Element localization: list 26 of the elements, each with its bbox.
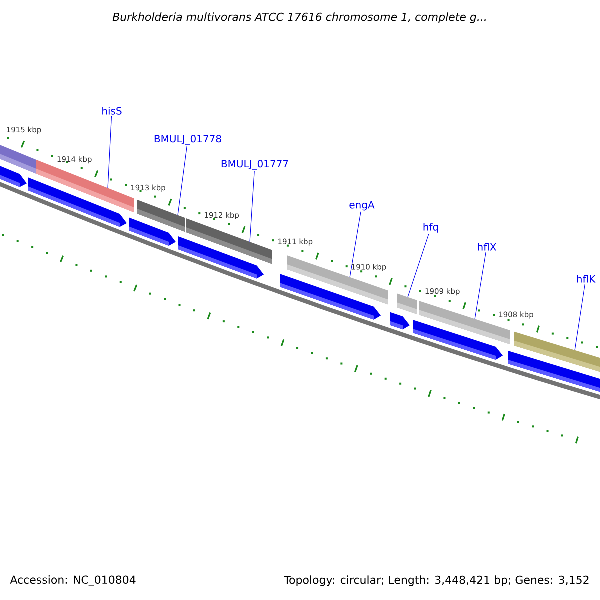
- gene-label: hfq: [424, 223, 438, 233]
- leader-line: [178, 146, 188, 216]
- cds-block: [413, 320, 503, 360]
- cds-block: [390, 312, 410, 330]
- leader-line: [474, 252, 486, 320]
- gene-label: hflK: [577, 275, 596, 283]
- gene-label: hisS: [102, 107, 122, 115]
- gene-label: BMULJ_01777: [222, 160, 288, 170]
- cds-block: [178, 236, 264, 279]
- gene-bar: [397, 294, 417, 314]
- gene-label: BMULJ_01778: [154, 135, 222, 145]
- leader-line: [108, 116, 112, 189]
- footer-text: Accession: NC_010804: [10, 576, 136, 586]
- leader-line: [350, 212, 362, 278]
- title: Burkholderia multivorans ATCC 17616 chromosome 1, complete g...: [112, 12, 486, 24]
- cds-block: [28, 177, 127, 228]
- leader-line: [408, 234, 430, 298]
- leader-line: [250, 170, 255, 242]
- gene-label: hflX: [478, 243, 496, 251]
- cds-block: [508, 350, 600, 392]
- footer-text: Topology: circular; Length: 3,448,421 bp; Genes: 3,152: [284, 576, 589, 586]
- leader-line: [574, 284, 586, 351]
- cds-block: [129, 218, 176, 246]
- cds-block: [280, 274, 381, 320]
- cds-block: [0, 166, 27, 188]
- gene-label: engA: [350, 201, 375, 211]
